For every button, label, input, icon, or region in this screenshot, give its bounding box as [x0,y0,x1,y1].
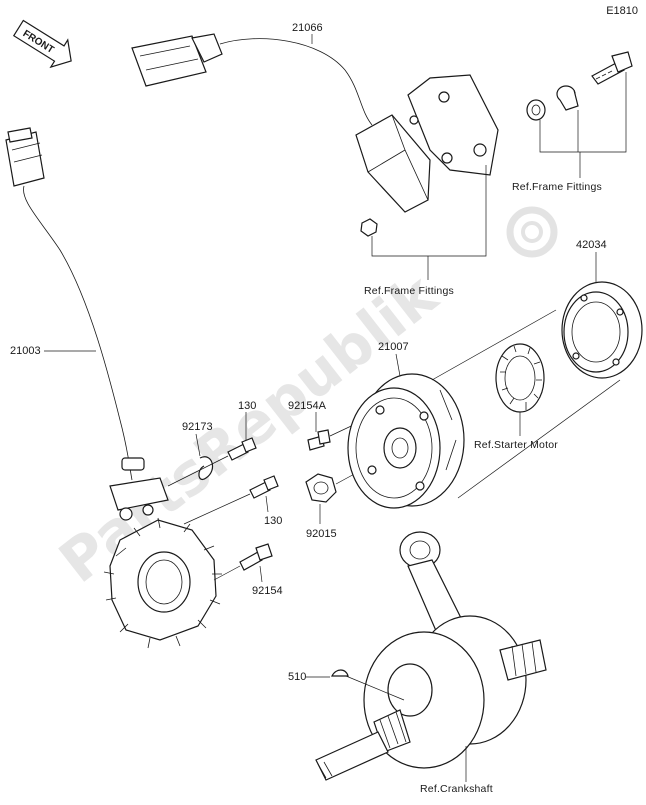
label-21007: 21007 [378,341,409,353]
starter-clutch [495,343,545,413]
ref-crankshaft: Ref.Crankshaft [420,783,493,795]
frame-fitting-grommet [526,99,546,121]
frame-fitting-bolt [591,51,633,85]
bolt-92154 [239,543,273,571]
bolt-92154A [307,429,331,451]
bolt-130-upper [227,437,257,461]
label-92154: 92154 [252,585,283,597]
leader-130-lower [265,495,269,513]
leader-21007 [395,353,401,377]
leader-92154-to-stator [213,565,241,581]
clamp-92173 [198,456,214,480]
axis-line-lower [457,379,621,499]
woodruff-key-510 [331,669,349,677]
leader-130-upper-to-stator [167,455,229,487]
label-130-upper: 130 [238,400,256,412]
leader-92154 [259,565,263,583]
sensor-harness-21066 [131,33,499,237]
label-92154A: 92154A [288,400,327,412]
stator-harness-21003 [5,127,145,481]
frame-fittings-1-bracket [539,72,627,153]
watermark-gear-icon [506,206,558,258]
label-92173: 92173 [182,421,213,433]
nut-92015 [305,473,337,503]
gear-ring-42034 [561,281,643,379]
ref-frame-fittings-2: Ref.Frame Fittings [364,285,454,297]
label-21066: 21066 [292,22,323,34]
crankshaft [315,531,547,781]
label-130-lower: 130 [264,515,282,527]
leader-130-lower-to-stator [183,493,251,525]
ref-starter-motor: Ref.Starter Motor [474,439,558,451]
bolt-130-lower [249,475,279,499]
diagram-code: E1810 [606,5,638,17]
label-92015: 92015 [306,528,337,540]
label-42034: 42034 [576,239,607,251]
stator [103,477,222,649]
leader-510-to-crank [345,675,405,701]
axis-line-upper [431,309,557,381]
label-510: 510 [288,671,306,683]
frame-fittings-2-bracket [371,165,487,280]
ref-frame-fittings-1: Ref.Frame Fittings [512,181,602,193]
frame-fitting-collar [556,85,579,111]
front-arrow-icon: FRONT [12,19,72,69]
rotor-21007 [347,373,465,509]
leader-92173 [195,433,201,457]
label-21003: 21003 [10,345,41,357]
